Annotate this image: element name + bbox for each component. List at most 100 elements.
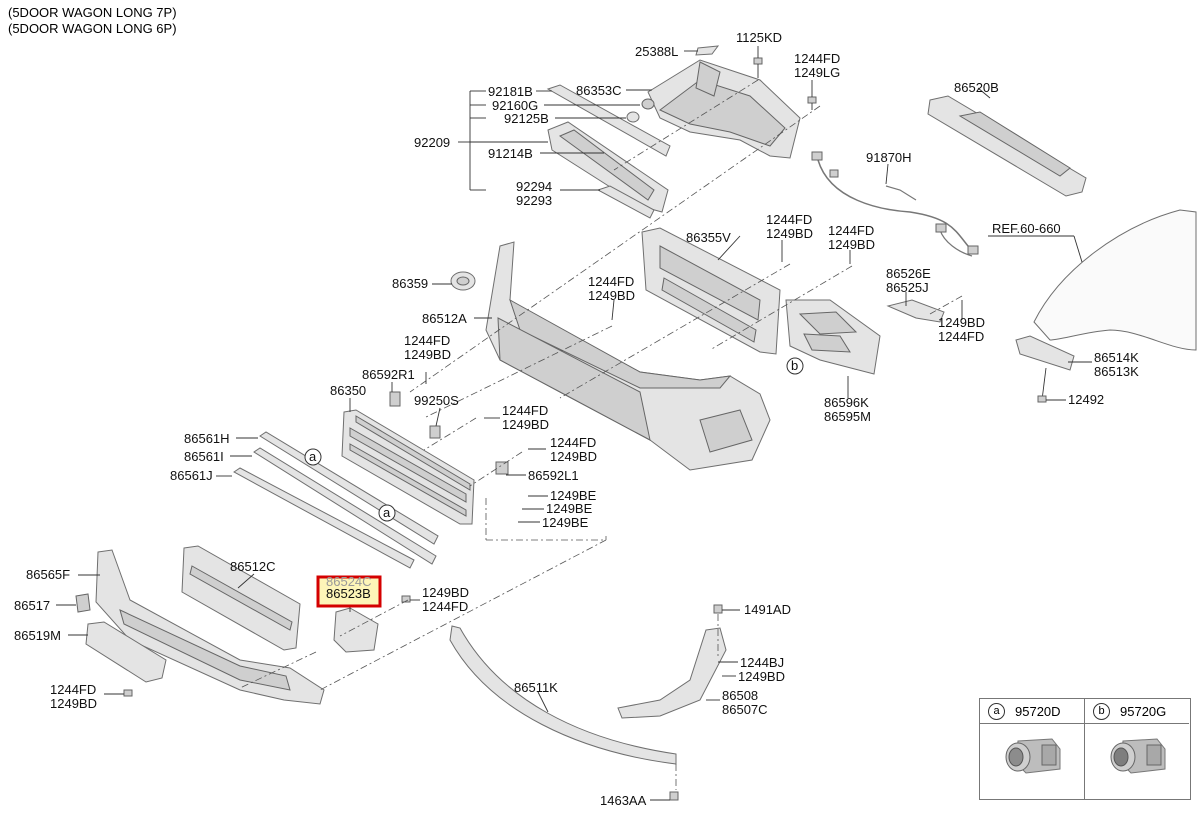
garnish-strip-92181B[interactable] — [546, 84, 671, 157]
radiator-grille-86350[interactable] — [341, 409, 475, 525]
label-86526E: 86526E — [886, 266, 931, 281]
label-1244FD-f: 1244FD — [404, 333, 450, 348]
moulding-91214B[interactable] — [547, 121, 669, 213]
cover-86523B[interactable] — [333, 607, 379, 653]
lip-86511K[interactable] — [449, 625, 677, 765]
clip-1463AA[interactable] — [669, 791, 679, 801]
label-86525J: 86525J — [886, 280, 929, 295]
label-92181B: 92181B — [488, 84, 533, 99]
circle-a-2: a — [378, 504, 396, 522]
label-86565F: 86565F — [26, 567, 70, 582]
label-86561I: 86561I — [184, 449, 224, 464]
wiring-harness-91870H[interactable] — [811, 151, 979, 257]
legend-mark-b: b — [1093, 702, 1110, 720]
label-1249BD-k: 1249BD — [50, 696, 97, 711]
label-91214B: 91214B — [488, 146, 533, 161]
bolt-1244FD-a[interactable] — [807, 96, 817, 110]
label-86355V: 86355V — [686, 230, 731, 245]
svg-text:a: a — [383, 505, 391, 520]
leader-lines — [56, 46, 1092, 801]
grommet-92160G[interactable] — [641, 98, 655, 110]
label-91870H: 91870H — [866, 150, 912, 165]
lower-bumper-86565F[interactable] — [95, 549, 325, 705]
label-1244FD-e: 1244FD — [938, 329, 984, 344]
legend-mark-a: a — [988, 702, 1005, 720]
front-bumper-86512A[interactable] — [485, 241, 771, 471]
variant-line-2: (5DOOR WAGON LONG 6P) — [8, 21, 177, 36]
label-1244FD-b: 1244FD — [766, 212, 812, 227]
emblem-86359[interactable] — [450, 271, 476, 291]
legend-part-a: 95720D — [1015, 703, 1061, 719]
circle-b: b — [786, 357, 804, 375]
label-1249BD-d: 1249BD — [588, 288, 635, 303]
label-1244FD-c: 1244FD — [828, 223, 874, 238]
label-1249BD-f: 1249BD — [404, 347, 451, 362]
legend-part-b: 95720G — [1120, 703, 1167, 719]
label-25388L[interactable] — [695, 45, 720, 56]
label-99250S: 99250S — [414, 393, 459, 408]
label-1249BE-c: 1249BE — [542, 515, 589, 530]
label-1249BE-a: 1249BE — [550, 488, 597, 503]
circle-a-1: a — [304, 448, 322, 466]
label-ref: REF.60-660 — [992, 221, 1061, 236]
clip-92125B[interactable] — [626, 111, 640, 123]
absorber-86520B[interactable] — [927, 95, 1087, 197]
label-1244FD-k: 1244FD — [50, 682, 96, 697]
moulding-86561J[interactable] — [233, 467, 415, 569]
bolt-12492[interactable] — [1037, 367, 1047, 403]
svg-text:a: a — [309, 449, 317, 464]
label-1249BD-h: 1249BD — [550, 449, 597, 464]
highlight-box-86523B[interactable] — [316, 575, 382, 608]
label-1463AA: 1463AA — [600, 793, 647, 808]
label-86595M: 86595M — [824, 409, 871, 424]
bolt-1249BD-i[interactable] — [401, 595, 411, 603]
label-1244FD-d: 1244FD — [588, 274, 634, 289]
bracket-86596K[interactable] — [785, 299, 881, 375]
bracket-86508[interactable] — [617, 627, 727, 719]
label-1244FD-a: 1244FD — [794, 51, 840, 66]
label-1249BD-c: 1249BD — [828, 237, 875, 252]
label-1249BD-j: 1249BD — [738, 669, 785, 684]
label-1249BD-e: 1249BD — [938, 315, 985, 330]
upper-cover-86353C[interactable] — [647, 59, 801, 159]
cap-86517[interactable] — [75, 593, 91, 613]
label-86592R1: 86592R1 — [362, 367, 415, 382]
label-1491AD: 1491AD — [744, 602, 791, 617]
bracket-86355V[interactable] — [641, 227, 781, 355]
variant-line-1: (5DOOR WAGON LONG 7P) — [8, 5, 177, 20]
label-1244BJ: 1244BJ — [740, 655, 784, 670]
label-86512A: 86512A — [422, 311, 467, 326]
legend-cell-b[interactable]: b 95720G — [1085, 699, 1189, 799]
label-1244FD-i: 1244FD — [422, 599, 468, 614]
bracket-92294[interactable] — [596, 185, 655, 219]
label-86561H: 86561H — [184, 431, 230, 446]
label-92209: 92209 — [414, 135, 450, 150]
skid-plate-86519M[interactable] — [85, 621, 167, 683]
bracket-86514K[interactable] — [1015, 335, 1075, 371]
bolt-1244FD-k[interactable] — [123, 689, 133, 697]
label-86517: 86517 — [14, 598, 50, 613]
brackets-86592R1[interactable] — [389, 391, 509, 475]
label-92160G: 92160G — [492, 98, 538, 113]
legend-cell-a[interactable]: a 95720D — [980, 699, 1085, 799]
clip-1491AD[interactable] — [713, 604, 723, 614]
screw-1125KD[interactable] — [753, 57, 763, 78]
label-86507C: 86507C — [722, 702, 768, 717]
label-86519M: 86519M — [14, 628, 61, 643]
assembly-lines — [239, 79, 963, 790]
lower-grille-86512C[interactable] — [181, 545, 301, 651]
label-86514K: 86514K — [1094, 350, 1139, 365]
label-86520B: 86520B — [954, 80, 999, 95]
label-86511K: 86511K — [514, 680, 558, 695]
moulding-86561I[interactable] — [253, 447, 437, 565]
label-86592L1: 86592L1 — [528, 468, 579, 483]
ref-leader-2 — [1073, 235, 1083, 263]
label-86513K: 86513K — [1094, 364, 1139, 379]
label-1244FD-g: 1244FD — [502, 403, 548, 418]
label-1249BD-b: 1249BD — [766, 226, 813, 241]
label-1244FD-h: 1244FD — [550, 435, 596, 450]
label-25388L: 25388L — [635, 44, 678, 59]
bracket-86526E[interactable] — [886, 299, 945, 323]
fender-outline — [1033, 209, 1197, 351]
